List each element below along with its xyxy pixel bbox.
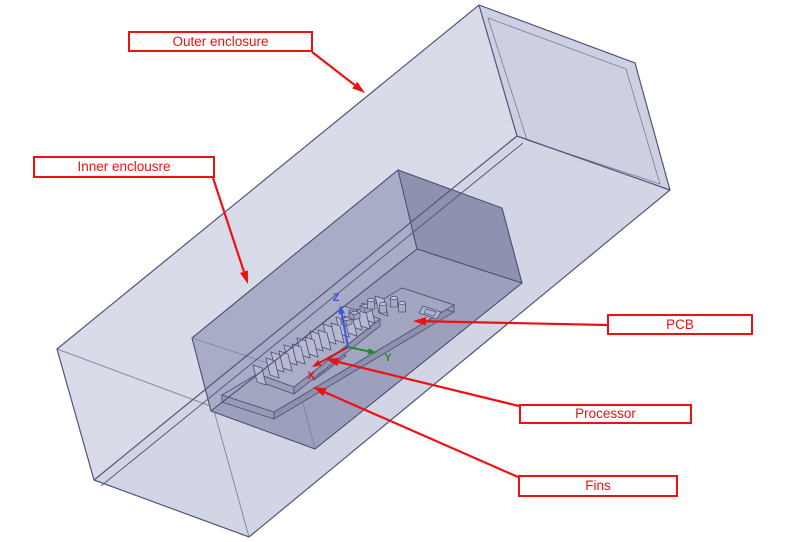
callout-fins: Fins — [518, 475, 678, 497]
heatsink-fins-front-row — [252, 308, 371, 386]
outer-hidden-edges — [56, 348, 250, 538]
callout-inner-enclosure: Inner enclousre — [33, 156, 215, 178]
callout-pcb: PCB — [607, 314, 753, 335]
capacitor-components — [339, 295, 406, 327]
svg-text:Z: Z — [333, 292, 340, 304]
pcb-slot-inner — [423, 308, 437, 317]
callout-processor: Processor — [519, 404, 692, 424]
pcb-slot — [418, 305, 442, 320]
outer-end-face — [479, 5, 670, 190]
axis-triad: X Y Z — [307, 292, 392, 382]
svg-text:Y: Y — [384, 352, 392, 364]
inner-box-edges — [191, 169, 523, 450]
callout-outer-enclosure: Outer enclosure — [128, 31, 313, 52]
inner-top-face — [192, 170, 417, 411]
callout-arrows — [211, 51, 608, 479]
inner-end-face — [398, 170, 522, 283]
outer-box-edges — [56, 4, 671, 538]
svg-text:X: X — [307, 370, 315, 382]
outer-wall-inset — [487, 17, 661, 185]
outer-top-face — [57, 5, 517, 480]
